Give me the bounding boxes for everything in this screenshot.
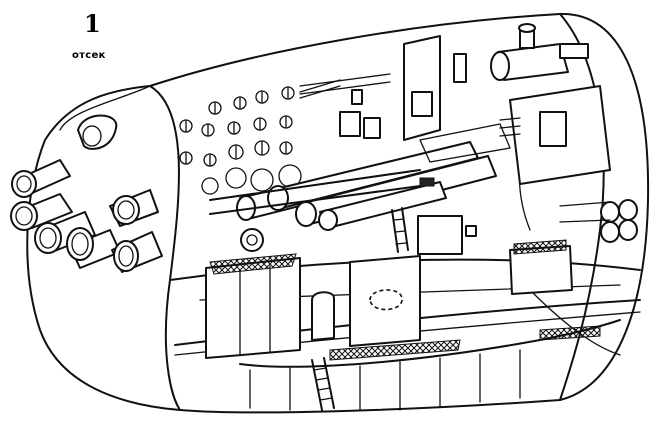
tube-end-4 — [66, 227, 121, 269]
compartment-number: 1 — [84, 9, 101, 38]
tube-end-1 — [11, 159, 71, 198]
front-hatch-handle — [77, 114, 118, 150]
tube-door-panel — [179, 79, 341, 195]
tube-end-5 — [109, 189, 159, 227]
keel-frames — [239, 319, 621, 411]
tube-end-6 — [111, 231, 163, 273]
escape-hatch-cylinder — [490, 23, 589, 81]
compartment-label: отсек — [72, 50, 106, 61]
battery-block-right — [417, 215, 573, 295]
upper-equipment — [299, 23, 638, 243]
arched-doorway — [311, 291, 335, 341]
lower-deck-equipment — [205, 207, 621, 411]
torpedo-tube-ends — [10, 114, 163, 273]
tube-end-3 — [34, 211, 96, 254]
torpedo-4 — [318, 181, 447, 231]
rear-bulkhead-door — [403, 35, 467, 141]
battery-block-center — [349, 255, 421, 347]
tube-end-2 — [10, 193, 73, 231]
cabinet-right — [499, 85, 611, 185]
ladder-upper — [391, 207, 409, 253]
small-boxes — [299, 73, 391, 139]
torpedo-racks — [209, 123, 511, 231]
pipes-right — [559, 199, 638, 243]
battery-block-left — [205, 253, 301, 359]
valve-wheel — [240, 228, 264, 252]
